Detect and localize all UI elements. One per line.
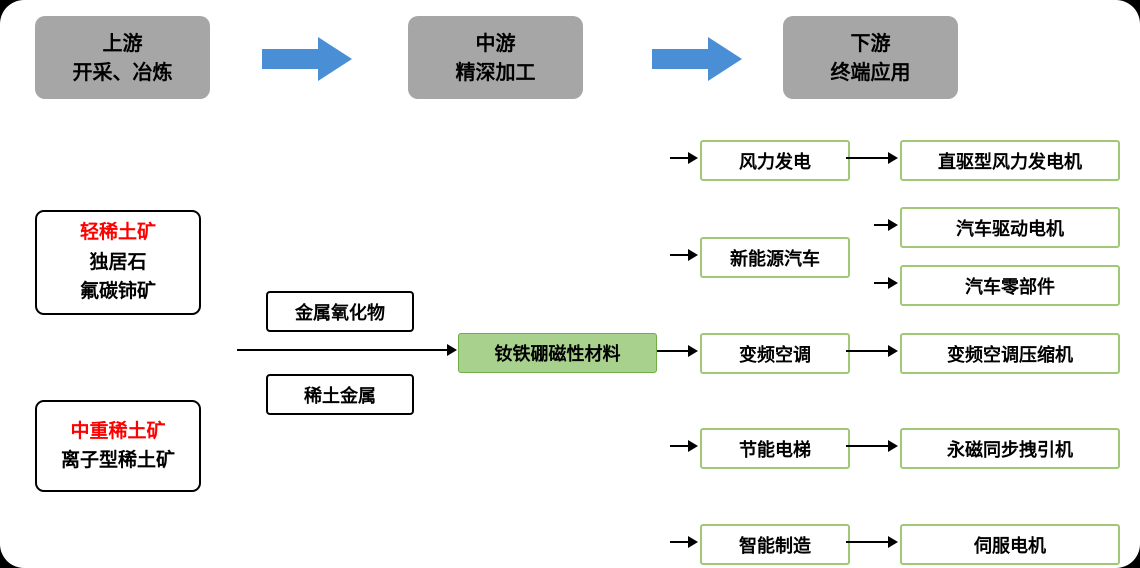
product-pm-synchronous-traction-machine: 永磁同步拽引机: [900, 428, 1120, 469]
product-line-auto-parts: [874, 282, 888, 284]
branch-arrowhead-icon: [688, 249, 698, 261]
product-servo-motor: 伺服电机: [900, 524, 1120, 565]
product-auto-parts: 汽车零部件: [900, 265, 1120, 306]
branch-line-ac: [657, 350, 688, 352]
product-ac-compressor: 变频空调压缩机: [900, 333, 1120, 374]
branch-arrowhead-icon: [688, 345, 698, 357]
right-block-arrow-icon: [262, 37, 352, 81]
product-arrowhead-icon: [888, 152, 898, 164]
main-flow-arrowhead-icon: [447, 344, 457, 356]
right-block-arrow-icon: [652, 37, 742, 81]
stage-downstream: 下游 终端应用: [783, 16, 958, 99]
product-line-drive-motor: [874, 224, 888, 226]
product-line-servo: [846, 541, 888, 543]
branch-line-ev: [670, 254, 688, 256]
application-energy-saving-elevator: 节能电梯: [700, 428, 850, 469]
branch-line-wind: [670, 157, 688, 159]
source-heavy-title: 中重稀土矿: [70, 419, 166, 442]
stage-downstream-subtitle: 终端应用: [830, 59, 911, 84]
stage-midstream-title: 中游: [475, 30, 516, 55]
core-material-ndfeb: 钕铁硼磁性材料: [458, 333, 657, 373]
product-line-compressor: [846, 350, 888, 352]
source-light-item: 氟碳铈矿: [79, 280, 156, 303]
product-arrowhead-icon: [888, 440, 898, 452]
branch-arrowhead-icon: [688, 440, 698, 452]
product-direct-drive-wind-generator: 直驱型风力发电机: [900, 140, 1120, 181]
application-new-energy-vehicle: 新能源汽车: [700, 237, 850, 278]
product-auto-drive-motor: 汽车驱动电机: [900, 207, 1120, 248]
source-heavy-rare-earth: 中重稀土矿 离子型稀土矿: [35, 400, 201, 492]
stage-upstream-title: 上游: [102, 30, 143, 55]
branch-line-elevator: [670, 445, 688, 447]
application-wind-power: 风力发电: [700, 140, 850, 181]
intermediate-rare-earth-metal: 稀土金属: [266, 374, 414, 415]
main-flow-line: [237, 349, 447, 351]
stage-upstream: 上游 开采、冶炼: [35, 16, 210, 99]
application-inverter-ac: 变频空调: [700, 333, 850, 374]
branch-arrowhead-icon: [688, 536, 698, 548]
product-line-traction: [846, 445, 888, 447]
source-light-title: 轻稀土矿: [79, 221, 156, 244]
stage-midstream: 中游 精深加工: [408, 16, 583, 99]
product-arrowhead-icon: [888, 536, 898, 548]
product-arrowhead-icon: [888, 219, 898, 231]
application-smart-manufacturing: 智能制造: [700, 524, 850, 565]
source-light-item: 独居石: [89, 250, 147, 273]
product-arrowhead-icon: [888, 345, 898, 357]
branch-line-smart: [670, 541, 688, 543]
product-line-wind: [846, 157, 888, 159]
stage-upstream-subtitle: 开采、冶炼: [72, 59, 173, 84]
stage-downstream-title: 下游: [850, 30, 891, 55]
branch-arrowhead-icon: [688, 152, 698, 164]
stage-midstream-subtitle: 精深加工: [455, 59, 536, 84]
source-light-rare-earth: 轻稀土矿 独居石 氟碳铈矿: [35, 210, 201, 315]
source-heavy-item: 离子型稀土矿: [60, 449, 175, 471]
product-arrowhead-icon: [888, 277, 898, 289]
intermediate-metal-oxide: 金属氧化物: [266, 291, 414, 332]
